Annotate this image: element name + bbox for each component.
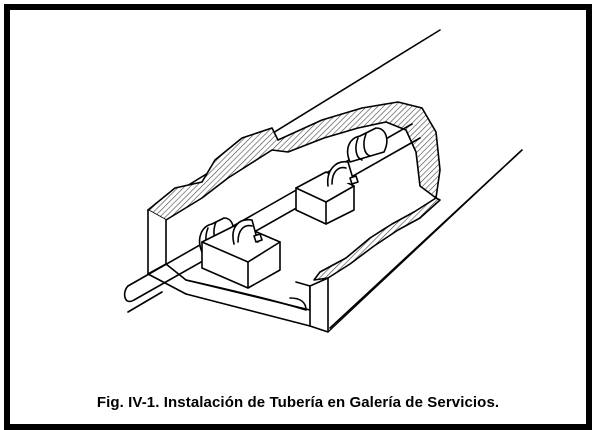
figure-frame: Fig. IV-1. Instalación de Tubería en Gal… <box>4 4 592 430</box>
cut-section-right-wall <box>313 197 441 281</box>
ground-line-upper <box>147 29 441 211</box>
cut-section-hatched <box>147 101 441 221</box>
pipe-coupling-upper <box>346 127 388 163</box>
support-block-upper <box>295 161 359 225</box>
gallery-right-wall <box>309 277 329 333</box>
pipe-gallery-illustration <box>123 29 523 333</box>
support-block-lower <box>201 219 281 289</box>
gallery-left-wall <box>147 209 167 275</box>
floor-drain <box>185 279 307 311</box>
figure-caption: Fig. IV-1. Instalación de Tubería en Gal… <box>96 394 500 411</box>
